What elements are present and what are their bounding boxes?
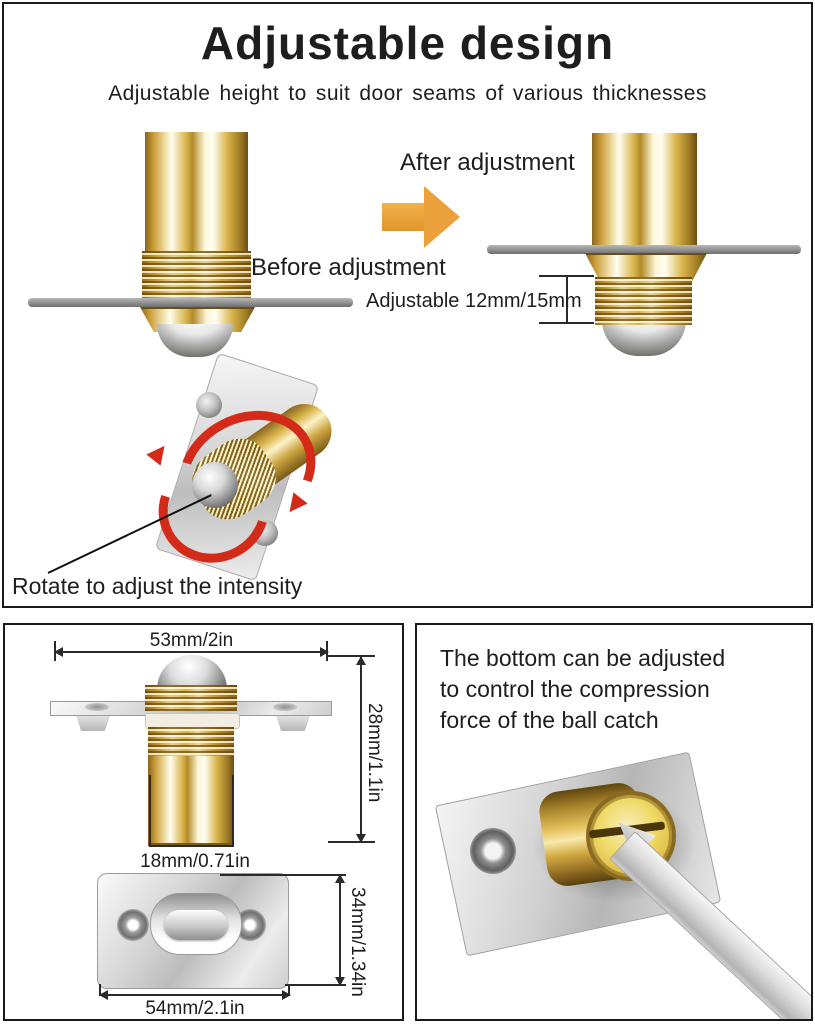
- description-line: force of the ball catch: [440, 707, 659, 733]
- dimension-tick: [232, 775, 234, 847]
- recess-button: [164, 910, 228, 940]
- before-label: Before adjustment: [251, 254, 446, 281]
- door-seam-bar: [487, 245, 801, 254]
- rotate-arrowhead: [146, 440, 172, 466]
- screw-hole: [117, 909, 149, 941]
- dim-label-plate-height: 34mm/1.34in: [347, 887, 368, 997]
- screw-hole: [273, 703, 297, 711]
- dimension-line: [356, 656, 366, 843]
- thread-section: [145, 685, 237, 711]
- description-line: to control the compression: [440, 676, 710, 702]
- catch-recess: [150, 893, 242, 955]
- dimension-tick: [54, 641, 56, 661]
- arrow-head: [424, 186, 460, 248]
- dimension-tick: [328, 841, 375, 843]
- adjustable-range-label: Adjustable 12mm/15mm: [366, 290, 582, 312]
- dimension-tick: [285, 984, 346, 986]
- description-line: The bottom can be adjusted: [440, 645, 726, 671]
- dimension-tick: [326, 641, 328, 661]
- dim-label-plate-width: 54mm/2.1in: [145, 998, 245, 1019]
- dim-label-barrel-width: 18mm/0.71in: [140, 851, 250, 872]
- dimension-line: [566, 275, 568, 324]
- dimension-line: [149, 845, 234, 847]
- plate-tab: [275, 714, 311, 731]
- brass-cylinder: [592, 133, 697, 249]
- dimension-tick: [149, 775, 151, 847]
- top-panel: Adjustable design Adjustable height to s…: [2, 2, 813, 608]
- brass-collar: [585, 253, 707, 281]
- plate-tab: [75, 714, 111, 731]
- dimension-line: [54, 647, 329, 657]
- barrel-body: [148, 756, 234, 846]
- thread-section: [142, 251, 251, 300]
- catch-ball: [602, 320, 686, 356]
- screw-hole: [470, 828, 516, 874]
- after-label: After adjustment: [400, 149, 575, 176]
- dimension-line: [335, 874, 345, 986]
- catch-ball: [192, 462, 238, 508]
- thread-section: [595, 277, 692, 325]
- brass-cylinder: [145, 132, 248, 253]
- dimension-tick: [328, 655, 375, 657]
- catch-ball: [157, 324, 233, 357]
- page-title: Adjustable design: [200, 17, 615, 69]
- adjustment-panel: The bottom can be adjusted to control th…: [415, 623, 813, 1021]
- page-subtitle: Adjustable height to suit door seams of …: [108, 82, 707, 105]
- adjustment-description: The bottom can be adjusted to control th…: [440, 643, 800, 736]
- rotate-product-image: [130, 352, 344, 583]
- rotate-label: Rotate to adjust the intensity: [12, 573, 303, 599]
- thread-section: [148, 727, 234, 757]
- dimension-tick: [220, 874, 346, 876]
- dimension-line: [99, 990, 291, 1000]
- dimensions-panel: 53mm/2in 28mm/1.1in 18mm/0.71in: [3, 623, 404, 1021]
- screw-hole: [85, 703, 109, 711]
- door-seam-bar: [28, 298, 353, 307]
- screw-head: [196, 392, 222, 418]
- dim-label-height-side: 28mm/1.1in: [364, 703, 385, 803]
- arrow-shaft: [382, 203, 424, 231]
- dim-label-width-top: 53mm/2in: [149, 630, 234, 651]
- screw-head: [252, 520, 278, 546]
